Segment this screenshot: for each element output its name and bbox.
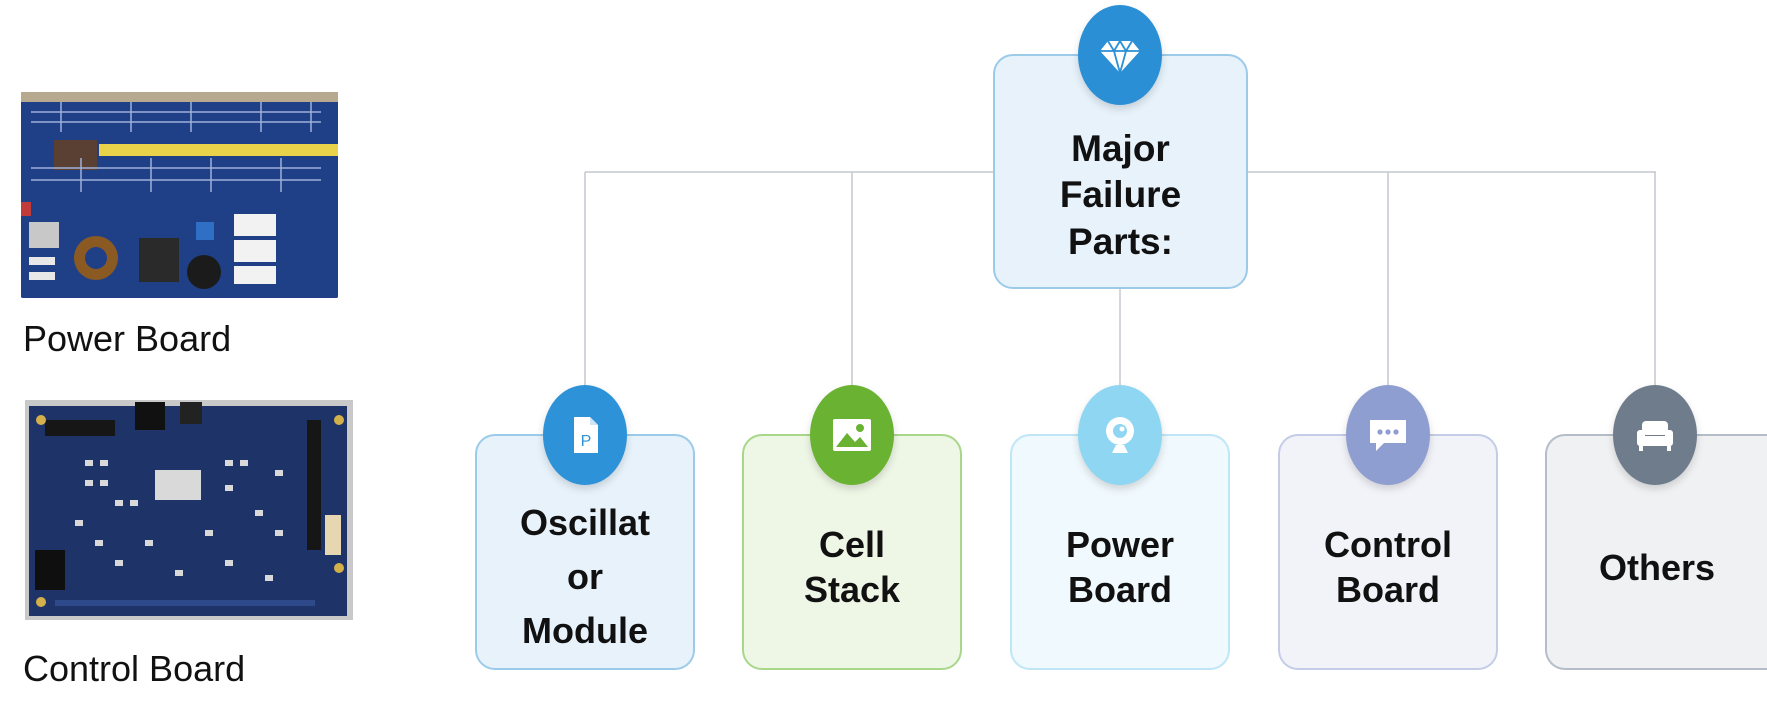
- oscillator-module-card: Oscillat or Module: [475, 434, 695, 670]
- control-board-caption: Control Board: [23, 648, 246, 689]
- webcam-icon: [1078, 385, 1162, 485]
- oscillator-module-label: Oscillat or Module: [519, 502, 651, 651]
- control-board-photo: [25, 400, 353, 620]
- power-board-label: Power Board: [1065, 524, 1175, 610]
- cell-stack-label: Cell Stack: [803, 524, 901, 610]
- control-board-label: Control Board: [1324, 524, 1452, 610]
- document-p-icon: P: [543, 385, 627, 485]
- image-icon: [810, 385, 894, 485]
- diamond-icon: [1078, 5, 1162, 105]
- others-label: Others: [1598, 546, 1716, 588]
- control-board-card: Control Board: [1278, 434, 1498, 670]
- svg-text:P: P: [581, 433, 592, 450]
- chat-icon: [1346, 385, 1430, 485]
- armchair-icon: [1613, 385, 1697, 485]
- root-label: Major Failure Parts:: [1059, 128, 1182, 262]
- power-board-photo: [21, 92, 338, 298]
- power-board-caption: Power Board: [23, 318, 232, 359]
